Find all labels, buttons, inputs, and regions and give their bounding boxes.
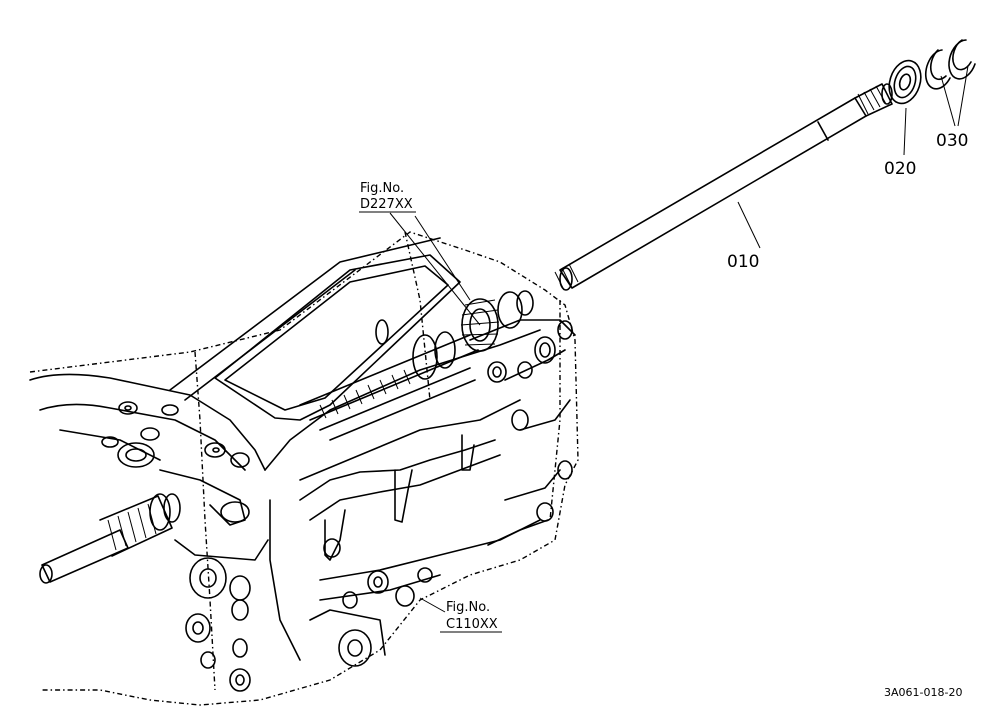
input-shaft (39, 493, 181, 584)
fig-ref-upper-line1: Fig.No. (360, 181, 404, 196)
fig-ref-upper: Fig.No. D227XX (359, 181, 416, 213)
transmission-case (29, 231, 579, 706)
fig-ref-lower: Fig.No. C110XX (440, 600, 502, 633)
fig-ref-lower-line2: C110XX (446, 617, 498, 632)
callout-010: 010 (727, 252, 759, 272)
bearing-020 (888, 59, 922, 105)
internal-gears (299, 290, 534, 441)
drawing-code: 3A061-018-20 (884, 686, 962, 699)
fig-ref-lower-line1: Fig.No. (446, 600, 490, 615)
circlips-030 (924, 39, 976, 90)
bolt-bosses (101, 401, 250, 468)
shaft-010 (554, 83, 893, 291)
leader-lines (389, 65, 969, 613)
callout-020: 020 (884, 159, 916, 179)
callout-030: 030 (936, 131, 968, 151)
fig-ref-upper-line2: D227XX (360, 197, 413, 212)
